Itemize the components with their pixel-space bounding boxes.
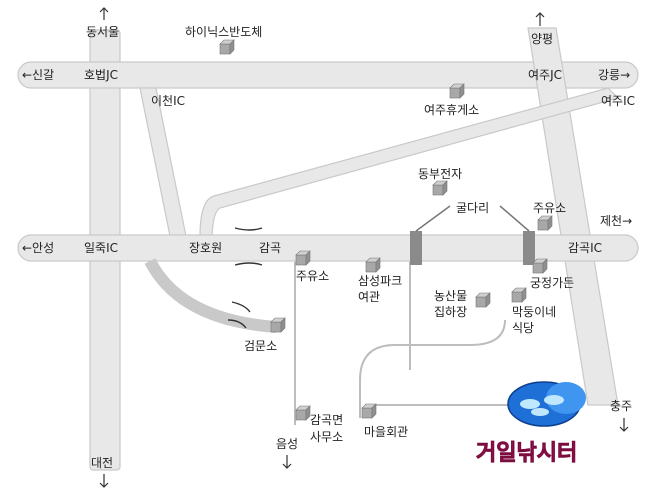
bridge-mark-1 — [234, 227, 263, 266]
building-marker — [449, 83, 465, 99]
label-hobeob-jc: 호법JC — [84, 68, 118, 82]
road-anseong-jecheon — [17, 234, 639, 262]
label-makdong-2: 식당 — [512, 321, 534, 335]
building-marker — [475, 292, 491, 308]
road-geommunso-curve — [144, 258, 277, 333]
road-singal-gangneung — [17, 61, 639, 89]
label-chungju: 충주 — [610, 399, 632, 413]
arrow-down-eumseong — [282, 455, 292, 469]
label-yeoju-rest: 여주휴게소 — [424, 103, 479, 117]
arrow-down-daejeon — [99, 474, 109, 488]
building-marker — [365, 257, 381, 273]
underpass-2 — [523, 231, 535, 265]
label-gamgok: 감곡 — [259, 241, 281, 255]
brand-name: 거일낚시터 — [476, 441, 577, 466]
label-dongbu: 동부전자 — [418, 167, 462, 181]
building-marker — [432, 180, 448, 196]
label-gungjeong: 궁정가든 — [530, 276, 574, 290]
label-geommunso: 검문소 — [244, 339, 277, 353]
road-icheon-ic — [139, 87, 187, 237]
fish-icon — [520, 399, 540, 409]
label-eumseong: 음성 — [276, 437, 298, 451]
logo-blob-highlight — [546, 382, 586, 414]
label-yeoju-ic: 여주IC — [601, 94, 635, 108]
label-iljuk-ic: 일죽IC — [84, 241, 118, 255]
label-dongseoul: 동서울 — [86, 25, 119, 39]
local-road-village — [359, 319, 506, 418]
label-guldari: 굴다리 — [456, 201, 489, 215]
label-hynix: 하이닉스반도체 — [185, 25, 262, 39]
label-icheon-ic: 이천IC — [151, 93, 185, 108]
bridge-mark-2 — [227, 301, 251, 329]
label-gamgok-ic: 감곡IC — [568, 241, 602, 255]
fish-icon — [531, 408, 549, 416]
building-marker — [219, 39, 235, 55]
road-yangpyeong-chungju — [527, 27, 619, 406]
label-singal: ←신갈 — [22, 68, 54, 82]
label-gas-station-1: 주유소 — [533, 201, 566, 215]
guldari-pointer — [415, 205, 530, 232]
arrow-up-yangpyeong — [535, 12, 545, 26]
label-nongsan-2: 집하장 — [434, 305, 467, 319]
label-gas-station-2: 주유소 — [296, 269, 329, 283]
highway-network — [17, 27, 639, 471]
arrow-up-dongseoul — [99, 7, 109, 20]
label-daejeon: 대전 — [91, 456, 113, 470]
building-marker — [295, 250, 311, 266]
building-marker — [532, 258, 548, 274]
underpass-1 — [410, 231, 422, 265]
fishing-spot-logo — [507, 381, 586, 427]
label-samsung-park-1: 삼성파크 — [358, 274, 402, 288]
label-village-hall: 마을회관 — [364, 425, 408, 439]
label-yeoju-jc: 여주JC — [528, 68, 562, 82]
label-gangneung: 강릉→ — [598, 68, 630, 82]
label-nongsan-1: 농산물 — [434, 289, 467, 303]
label-office-2: 사무소 — [310, 430, 343, 444]
building-marker — [537, 215, 553, 231]
label-yangpyeong: 양평 — [531, 32, 553, 46]
label-janghowon: 장호원 — [189, 241, 222, 255]
label-samsung-park-2: 여관 — [358, 290, 380, 304]
label-makdong-1: 막둥이네 — [512, 305, 556, 319]
fish-icon — [544, 395, 564, 405]
building-marker — [361, 403, 377, 419]
arrow-down-chungju — [619, 418, 629, 432]
building-marker — [511, 287, 527, 303]
building-marker — [270, 317, 286, 333]
label-office-1: 감곡면 — [310, 413, 343, 427]
label-anseong: ←안성 — [22, 241, 54, 255]
building-marker — [295, 405, 311, 421]
label-jecheon: 제천→ — [600, 213, 632, 228]
